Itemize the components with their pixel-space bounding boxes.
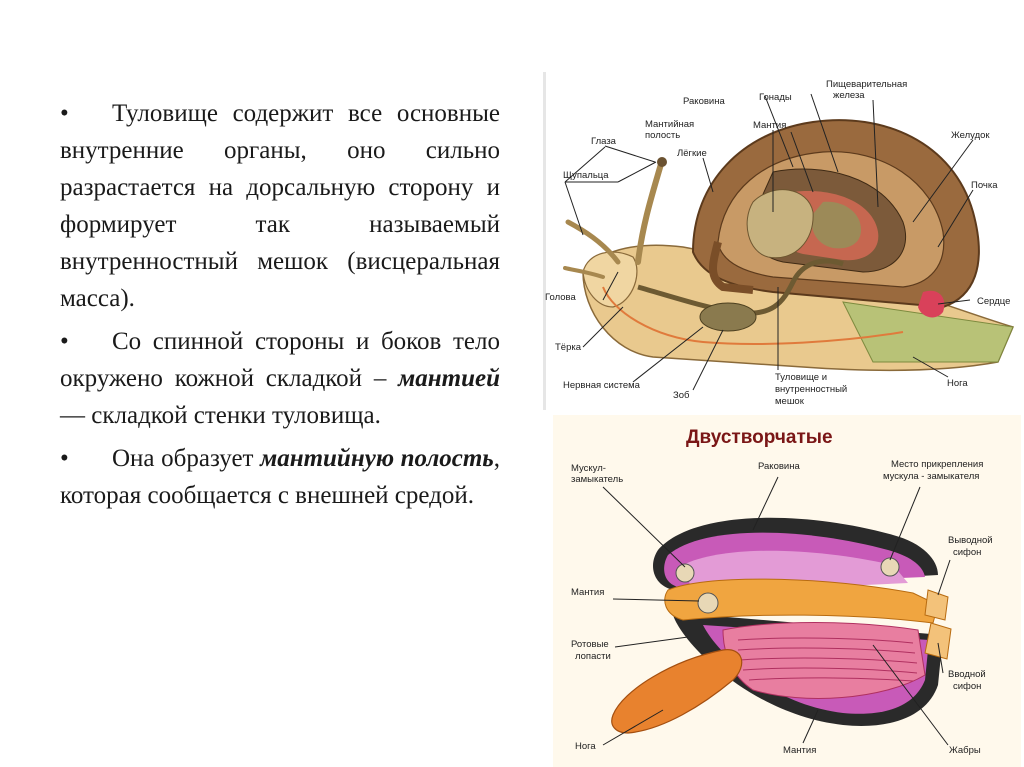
label-mantle-cavity-2: полость xyxy=(645,130,680,141)
body-text: •Туловище содержит все основные внутренн… xyxy=(60,95,500,520)
label-mantle-left: Мантия xyxy=(571,587,604,598)
label-trunk-2: внутренностный xyxy=(775,384,847,395)
label-trunk-3: мешок xyxy=(775,396,805,407)
label-adductor-1: Мускул- xyxy=(571,463,606,474)
label-inhalant-siphon-2: сифон xyxy=(953,681,981,692)
term-mantle: мантией xyxy=(398,365,500,392)
label-oral-lobes-1: Ротовые xyxy=(571,639,609,650)
bullet: • xyxy=(60,328,69,355)
label-radula: Тёрка xyxy=(555,342,582,353)
label-foot: Нога xyxy=(575,741,596,752)
label-tentacles: Щупальца xyxy=(563,170,609,181)
bivalve-title: Двустворчатые xyxy=(686,427,833,448)
label-mantle-bottom: Мантия xyxy=(783,745,816,756)
label-oral-lobes-2: лопасти xyxy=(575,651,611,662)
label-gonads: Гонады xyxy=(759,92,792,103)
label-inhalant-siphon-1: Вводной xyxy=(948,669,986,680)
label-adductor-2: замыкатель xyxy=(571,474,623,485)
paragraph-2-text-b: — складкой стенки туловища. xyxy=(60,402,381,429)
label-mantle: Мантия xyxy=(753,120,786,131)
label-nervous-system: Нервная система xyxy=(563,380,641,391)
label-foot: Нога xyxy=(947,378,968,389)
label-exhalant-siphon-1: Выводной xyxy=(948,535,993,546)
label-stomach: Желудок xyxy=(951,130,990,141)
snail-anatomy-figure: Раковина Гонады Пищеварительная железа М… xyxy=(543,72,1023,410)
paragraph-3: • Она образует мантийную полость, которая… xyxy=(60,440,500,514)
bullet: • xyxy=(60,100,69,127)
label-kidney: Почка xyxy=(971,180,998,191)
paragraph-1: •Туловище содержит все основные внутренн… xyxy=(60,95,500,317)
bivalve-anatomy-figure: Двустворчатые xyxy=(553,415,1021,767)
paragraph-2-text-a: Со спинной стороны и боков тело окружено… xyxy=(60,328,500,392)
label-attachment-1: Место прикрепления xyxy=(891,459,983,470)
paragraph-1-text: Туловище содержит все основные внутренни… xyxy=(60,100,500,312)
term-mantle-cavity: мантийную полость xyxy=(260,445,494,472)
paragraph-3-text-b: , которая сообщается с внешней средой. xyxy=(60,445,500,509)
label-heart: Сердце xyxy=(977,296,1010,307)
label-attachment-2: мускула - замыкателя xyxy=(883,471,979,482)
label-eyes: Глаза xyxy=(591,136,617,147)
bullet: • xyxy=(60,445,69,472)
label-exhalant-siphon-2: сифон xyxy=(953,547,981,558)
label-lungs: Лёгкие xyxy=(677,148,707,159)
label-head: Голова xyxy=(545,292,576,303)
label-mantle-cavity-1: Мантийная xyxy=(645,119,694,130)
label-digestive-gland-2: железа xyxy=(833,90,865,101)
label-crop: Зоб xyxy=(673,390,690,401)
paragraph-2: •Со спинной стороны и боков тело окружен… xyxy=(60,323,500,434)
paragraph-3-text-a: Она образует xyxy=(112,445,261,472)
label-gills: Жабры xyxy=(949,745,981,756)
label-shell: Раковина xyxy=(758,461,800,472)
label-digestive-gland-1: Пищеварительная xyxy=(826,79,907,90)
label-shell: Раковина xyxy=(683,96,725,107)
label-trunk-1: Туловище и xyxy=(775,372,827,383)
